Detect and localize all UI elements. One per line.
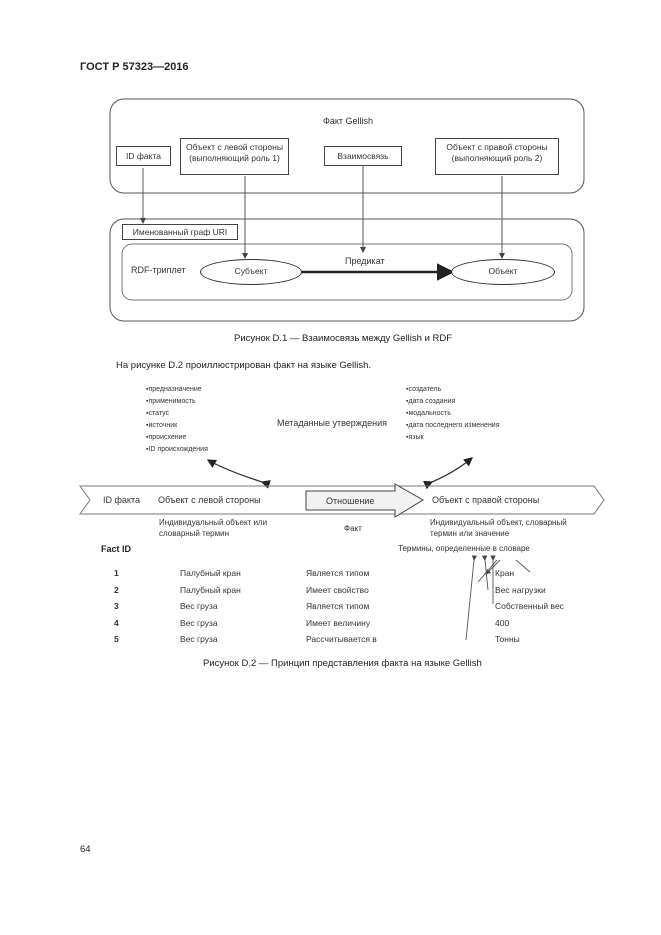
rdf-triple-label: RDF-триплет (131, 265, 186, 275)
relation-box: Взаимосвязь (324, 146, 402, 166)
row-left: Вес груза (180, 601, 218, 611)
row-id: 2 (114, 585, 119, 595)
row-relation: Является типом (306, 601, 370, 611)
document-header: ГОСТ Р 57323—2016 (80, 61, 189, 73)
left-metadata-item: источник (146, 420, 208, 432)
row-left: Палубный кран (180, 585, 241, 595)
metadata-label: Метаданные утверждения (277, 418, 387, 428)
right-metadata-item: дата последнего изменения (406, 420, 499, 432)
row-relation: Рассчитывается в (306, 634, 377, 644)
right-metadata-item: дата создания (406, 396, 500, 408)
row-id: 1 (114, 568, 119, 578)
object-text: Объект (488, 266, 518, 276)
row-id: 5 (114, 634, 119, 644)
left-object-box: Объект с левой стороны (выполняющий роль… (180, 138, 289, 175)
subject-ellipse: Субъект (200, 259, 302, 285)
right-metadata-item: модальность (406, 408, 500, 420)
right-metadata-list: создатель дата создания модальность дата… (406, 384, 500, 444)
object-ellipse: Объект (451, 259, 555, 285)
left-metadata-item: ID происхождения (146, 444, 207, 456)
row-id: 4 (114, 618, 119, 628)
page-number: 64 (80, 844, 91, 855)
fact-id-header: Fact ID (101, 544, 132, 554)
subject-text: Субъект (234, 266, 268, 276)
predicate-label: Предикат (345, 256, 385, 266)
named-graph-box: Именованный граф URI (122, 224, 238, 240)
row-right: Вес нагрузки (495, 585, 546, 595)
left-object-line2: (выполняющий роль 1) (189, 153, 280, 163)
right-object-line2: (выполняющий роль 2) (451, 153, 543, 163)
row-left: Вес груза (180, 634, 218, 644)
left-metadata-item: статус (146, 408, 208, 420)
intro-paragraph: На рисунке D.2 проиллюстрирован факт на … (116, 360, 372, 371)
band-left-object: Объект с левой стороны (158, 495, 261, 505)
band-fact-id: ID факта (103, 495, 140, 505)
band-relation: Отношение (326, 496, 375, 506)
sub-left-description: Индивидуальный объект или словарный терм… (159, 517, 267, 539)
row-right: Кран (495, 568, 515, 578)
left-metadata-item: применимость (146, 396, 208, 408)
left-metadata-item: предназначение (146, 384, 208, 396)
fact-id-text: ID факта (126, 151, 161, 161)
left-metadata-item: происхение (146, 432, 208, 444)
row-relation: Является типом (306, 568, 370, 578)
row-left: Палубный кран (180, 568, 241, 578)
defined-terms-label: Термины, определенные в словаре (398, 544, 530, 553)
right-metadata-item: создатель (406, 384, 500, 396)
fact-id-box: ID факта (116, 146, 171, 166)
fact-gellish-label: Факт Gellish (323, 116, 374, 126)
sub-right-description: Индивидуальный объект, словарный термин … (430, 517, 567, 539)
right-object-line1: Объект с правой стороны (446, 142, 548, 152)
sub-fact-label: Факт (344, 524, 362, 533)
row-left: Вес груза (180, 618, 218, 628)
sub-right-line1: Индивидуальный объект, словарный (430, 518, 567, 527)
figure-d1-caption: Рисунок D.1 — Взаимосвязь между Gellish … (234, 333, 453, 344)
right-metadata-item: язык (406, 432, 500, 444)
left-metadata-list: предназначение применимость статус источ… (146, 384, 208, 456)
sub-left-line1: Индивидуальный объект или (159, 518, 268, 527)
row-relation: Имеет свойство (306, 585, 369, 595)
row-right: Тонны (495, 634, 520, 644)
row-id: 3 (114, 601, 119, 611)
sub-left-line2: словарный термин (159, 529, 229, 538)
band-right-object: Объект с правой стороны (432, 495, 540, 505)
row-right: Собственный вес (495, 601, 564, 611)
named-graph-text: Именованный граф URI (132, 227, 228, 237)
sub-right-line2: термин или значение (430, 529, 510, 538)
left-object-line1: Объект с левой стороны (186, 142, 283, 152)
row-right: 400 (495, 618, 510, 628)
row-relation: Имеет величину (306, 618, 371, 628)
figure-d2-caption: Рисунок D.2 — Принцип представления факт… (203, 658, 482, 669)
relation-text: Взаимосвязь (337, 151, 389, 161)
right-object-box: Объект с правой стороны (выполняющий рол… (435, 138, 559, 175)
